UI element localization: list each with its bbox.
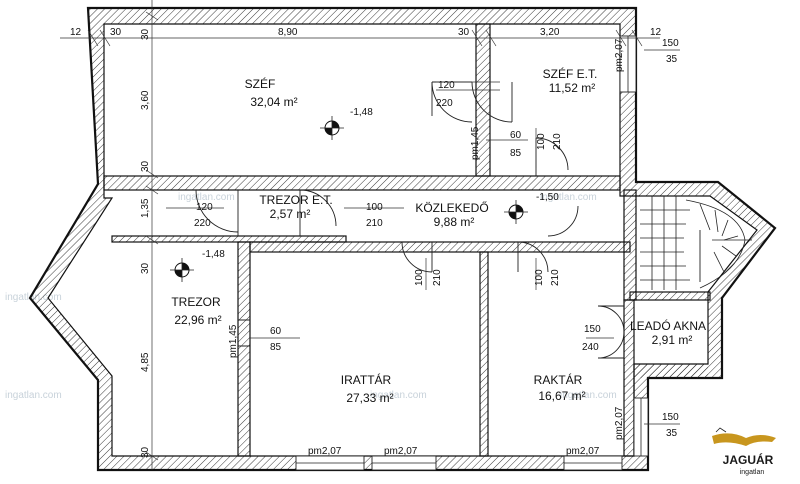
door-height: 210 (432, 269, 443, 286)
windows (295, 35, 649, 471)
door-width: 60 (510, 130, 522, 141)
room-name-szef: SZÉF (245, 76, 276, 91)
dim-left-135: 1,35 (140, 198, 151, 218)
door-width: 100 (414, 269, 425, 286)
door-height: 85 (270, 342, 282, 353)
watermark: ingatlan.com (5, 390, 62, 401)
pm-label: pm2,07 (614, 406, 625, 440)
window-height: 35 (666, 54, 678, 65)
room-area-szef: 32,04 m² (250, 95, 297, 109)
pm-label: pm1,45 (228, 324, 239, 358)
dim-top-320: 3,20 (540, 27, 560, 38)
room-area-trezor: 22,96 m² (174, 313, 221, 327)
room-name-szef-et: SZÉF E.T. (543, 66, 598, 81)
dim-left-485: 4,85 (140, 352, 151, 372)
door-height: 210 (366, 218, 383, 229)
logo-sub: ingatlan (740, 469, 765, 476)
level-kozlekedo: -1,50 (536, 192, 559, 203)
door-width: 120 (438, 80, 455, 91)
dim-top-12-left: 12 (70, 27, 82, 38)
dim-top-30-b: 30 (458, 27, 470, 38)
room-name-leado-akna: LEADÓ AKNA (630, 318, 706, 333)
window-height: 35 (666, 428, 678, 439)
window-width: 150 (662, 412, 679, 423)
room-area-irattar: 27,33 m² (346, 391, 393, 405)
jaguar-logo: JAGUÁR ingatlan (712, 427, 776, 476)
room-name-irattar: IRATTÁR (341, 372, 392, 387)
door-height: 220 (436, 98, 453, 109)
level-marker (320, 116, 344, 140)
level-marker (170, 258, 194, 282)
watermark: ingatlan.com (370, 390, 427, 401)
pm-label: pm1,45 (470, 126, 481, 160)
door-width: 100 (366, 202, 383, 213)
door-width: 60 (270, 326, 282, 337)
room-area-kozlekedo: 9,88 m² (434, 215, 475, 229)
dim-left-30-top: 30 (140, 28, 151, 40)
door-width: 100 (534, 269, 545, 286)
logo-name: JAGUÁR (723, 452, 774, 467)
door-height: 240 (582, 342, 599, 353)
staircase (640, 195, 752, 290)
level-szef: -1,48 (350, 107, 373, 118)
door-width: 120 (196, 202, 213, 213)
dim-left-30-mid: 30 (140, 160, 151, 172)
room-area-raktar: 16,67 m² (538, 389, 585, 403)
door-height: 220 (194, 218, 211, 229)
door-height: 85 (510, 148, 522, 159)
pm-label: pm2,07 (384, 446, 418, 457)
room-area-trezor-et: 2,57 m² (270, 207, 311, 221)
watermark: ingatlan.com (178, 192, 235, 203)
dim-top-890: 8,90 (278, 27, 298, 38)
dim-left-360: 3,60 (140, 90, 151, 110)
dim-top-30-a: 30 (110, 27, 122, 38)
dimension-lines (60, 0, 680, 470)
window-width: 150 (662, 38, 679, 49)
room-name-trezor-et: TREZOR E.T. (259, 193, 332, 207)
room-area-leado-akna: 2,91 m² (652, 333, 693, 347)
door-width: 100 (536, 133, 547, 150)
level-trezor: -1,48 (202, 249, 225, 260)
room-name-kozlekedo: KÖZLEKEDŐ (415, 200, 488, 215)
doors (195, 81, 625, 359)
dim-left-30-b: 30 (140, 262, 151, 274)
dim-left-30-bot: 30 (140, 446, 151, 458)
door-height: 210 (552, 133, 563, 150)
room-name-raktar: RAKTÁR (534, 372, 583, 387)
door-width: 150 (584, 324, 601, 335)
dim-top-12-right: 12 (650, 27, 662, 38)
room-name-trezor: TREZOR (171, 295, 221, 309)
pm-label: pm2,07 (308, 446, 342, 457)
interior-walls (103, 23, 711, 457)
pm-label: pm2,07 (614, 38, 625, 72)
level-marker (504, 200, 528, 224)
door-height: 210 (550, 269, 561, 286)
watermark: ingatlan.com (560, 390, 617, 401)
room-area-szef-et: 11,52 m² (549, 81, 595, 95)
watermark: ingatlan.com (540, 192, 597, 203)
pm-label: pm2,07 (566, 446, 600, 457)
